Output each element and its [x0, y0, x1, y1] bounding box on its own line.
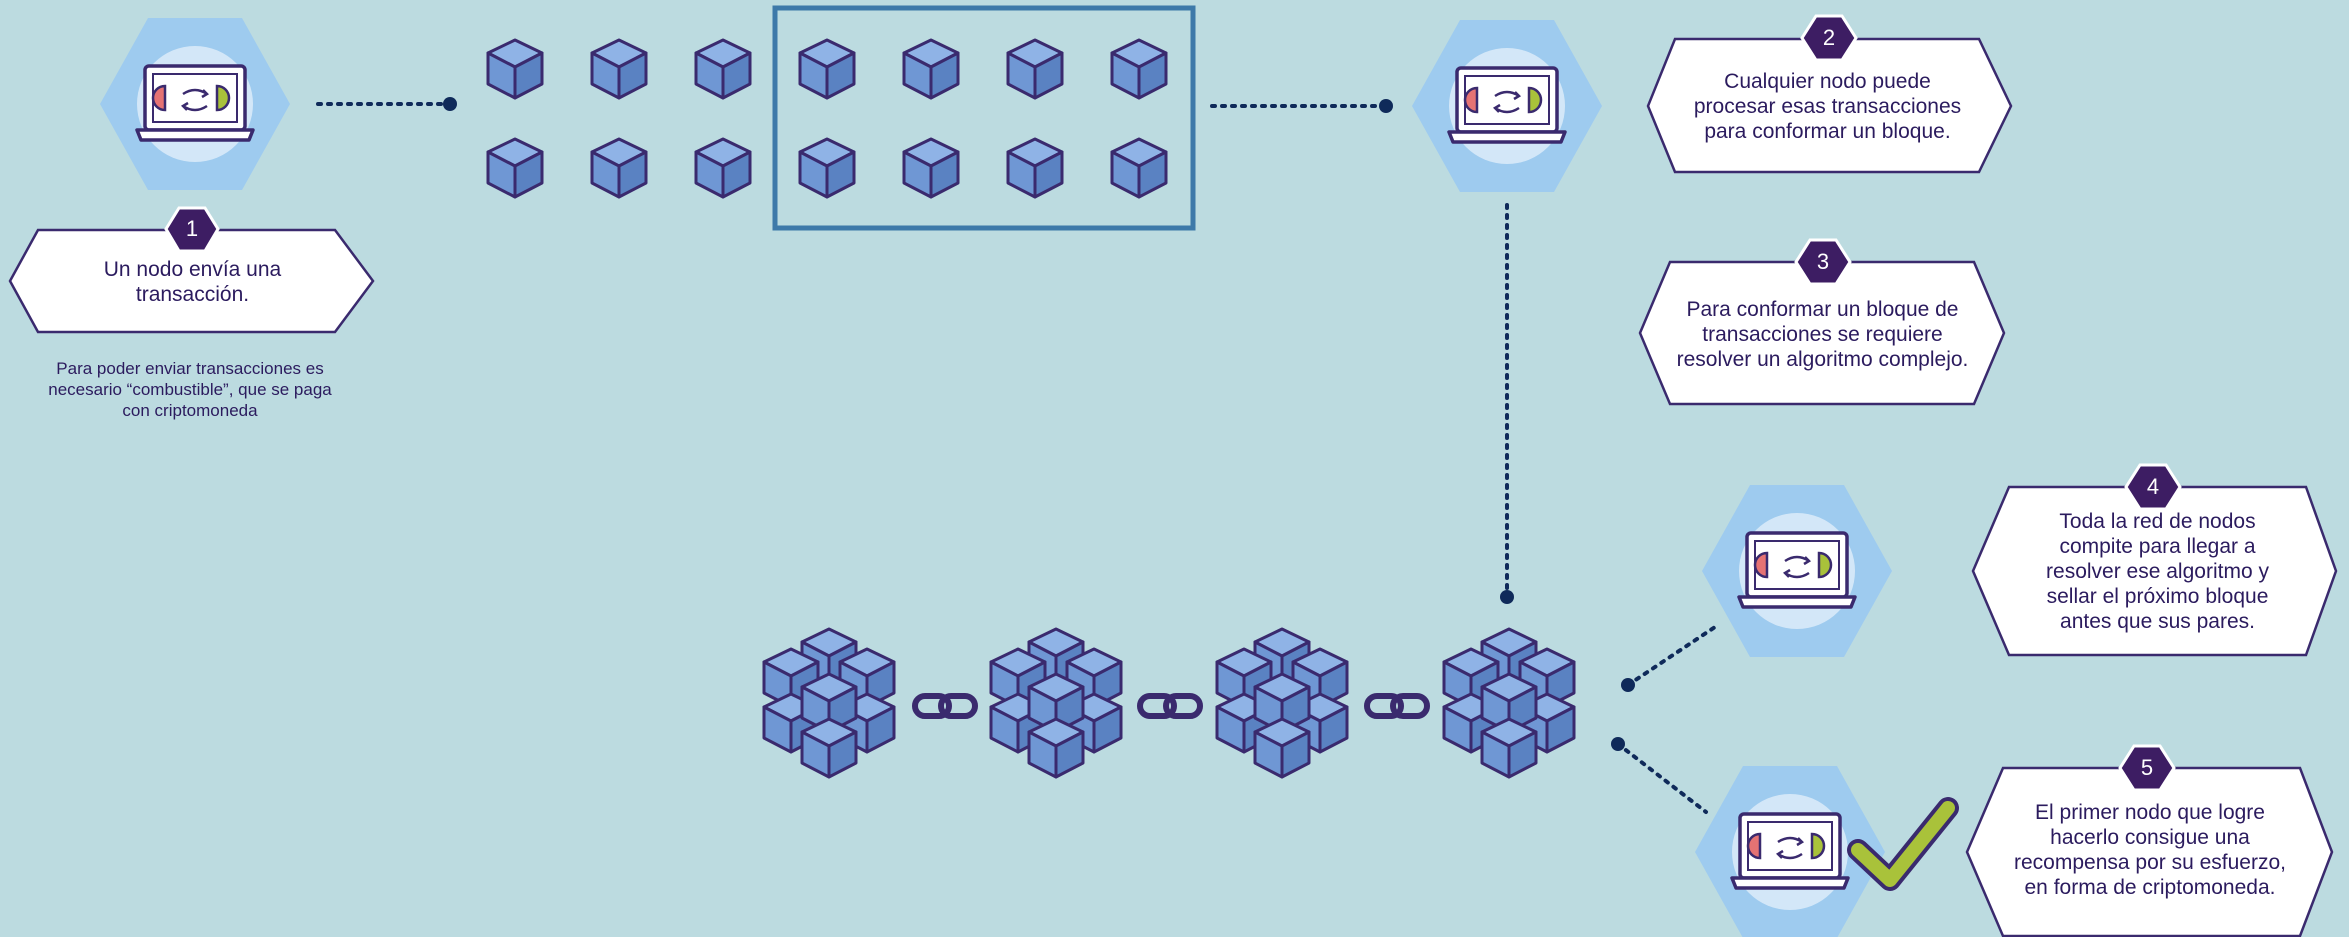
- cube-icon: [694, 38, 752, 100]
- laptop-node-icon: [1730, 792, 1850, 912]
- dotted-connector: [1621, 623, 1720, 692]
- step-4-callout-shape: [1971, 463, 2338, 657]
- step-3-badge: 3: [1816, 249, 1830, 274]
- cube-icon: [798, 38, 856, 100]
- chain-link-icon: [1367, 696, 1427, 716]
- laptop-node-icon: [1447, 46, 1567, 166]
- step-5-callout-shape: [1965, 744, 2334, 937]
- step-2-callout-shape: [1646, 14, 2013, 174]
- step-4-badge: 4: [2146, 474, 2160, 499]
- step-5-text: El primer nodo que logre hacerlo consigu…: [2014, 801, 2286, 899]
- dotted-connector: [316, 97, 457, 111]
- cube-icon: [590, 38, 648, 100]
- fuel-note: Para poder enviar transacciones es neces…: [48, 359, 332, 420]
- checkmark-icon: [1847, 797, 1959, 891]
- chain-link-icon: [915, 696, 975, 716]
- step-3-callout-shape: [1638, 238, 2006, 406]
- step-1-text: Un nodo envía una transacción.: [103, 258, 282, 306]
- cube-cluster-icon: [764, 629, 894, 777]
- cube-icon: [1110, 38, 1168, 100]
- cube-cluster-icon: [991, 629, 1121, 777]
- cube-icon: [902, 38, 960, 100]
- dotted-connector: [1500, 203, 1514, 604]
- cube-cluster-icon: [1217, 629, 1347, 777]
- block-selection-frame: [772, 5, 1196, 231]
- cube-icon: [1110, 137, 1168, 199]
- cube-icon: [902, 137, 960, 199]
- step-2-badge: 2: [1822, 25, 1836, 50]
- blockchain: [764, 629, 1574, 777]
- transaction-cubes: [486, 38, 1168, 199]
- cube-icon: [486, 137, 544, 199]
- dotted-connector: [1210, 99, 1393, 113]
- step-3-text: Para conformar un bloque de transaccione…: [1676, 297, 1969, 371]
- cube-icon: [486, 38, 544, 100]
- laptop-node-icon: [1737, 511, 1857, 631]
- dotted-connector: [1611, 737, 1708, 814]
- cube-icon: [1006, 137, 1064, 199]
- cube-icon: [798, 137, 856, 199]
- laptop-node-icon: [135, 44, 255, 164]
- cube-icon: [1006, 38, 1064, 100]
- step-5-badge: 5: [2140, 755, 2154, 780]
- step-2-text: Cualquier nodo puede procesar esas trans…: [1693, 69, 1962, 143]
- cube-icon: [694, 137, 752, 199]
- chain-link-icon: [1140, 696, 1200, 716]
- cube-icon: [590, 137, 648, 199]
- step-1-badge: 1: [185, 216, 199, 241]
- step-4-text: Toda la red de nodos compite para llegar…: [2046, 509, 2269, 633]
- cube-cluster-icon: [1444, 629, 1574, 777]
- step-1-callout-shape: [8, 206, 375, 334]
